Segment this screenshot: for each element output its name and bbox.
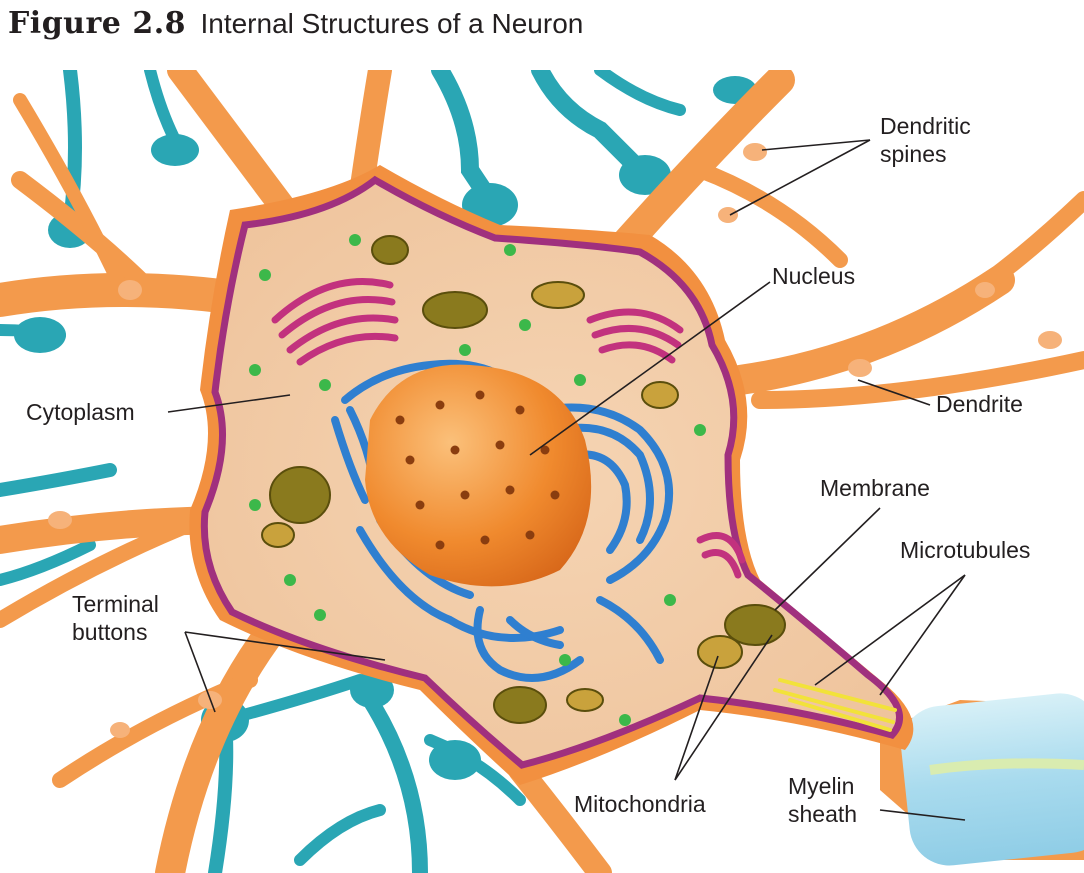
vesicles <box>249 234 706 726</box>
neuron-illustration <box>0 70 1084 873</box>
myelin-sheath <box>880 693 1084 866</box>
nucleus <box>365 364 592 587</box>
dendrites <box>0 70 1084 873</box>
label-dendritic-spines: Dendritic spines <box>880 113 971 167</box>
dendritic-spine-bumps <box>48 143 1062 738</box>
golgi-apparatus <box>271 278 746 579</box>
label-myelin-sheath: Myelin sheath <box>788 773 858 827</box>
label-microtubules: Microtubules <box>900 537 1031 563</box>
figure-title: Internal Structures of a Neuron <box>200 8 584 39</box>
label-mitochondria: Mitochondria <box>574 791 706 817</box>
label-nucleus: Nucleus <box>772 263 856 289</box>
figure-number: Figure 2.8 <box>8 6 187 41</box>
endoplasmic-reticulum <box>331 359 674 682</box>
figure-header: Figure 2.8 Internal Structures of a Neur… <box>8 6 583 54</box>
label-terminal-buttons: Terminal buttons <box>72 591 159 645</box>
label-cytoplasm: Cytoplasm <box>26 399 135 425</box>
label-membrane: Membrane <box>820 475 930 501</box>
label-dendrite: Dendrite <box>936 391 1023 417</box>
microtubules-strands <box>773 678 897 732</box>
mitochondria-organelles <box>261 235 786 724</box>
leader-lines <box>167 139 966 821</box>
